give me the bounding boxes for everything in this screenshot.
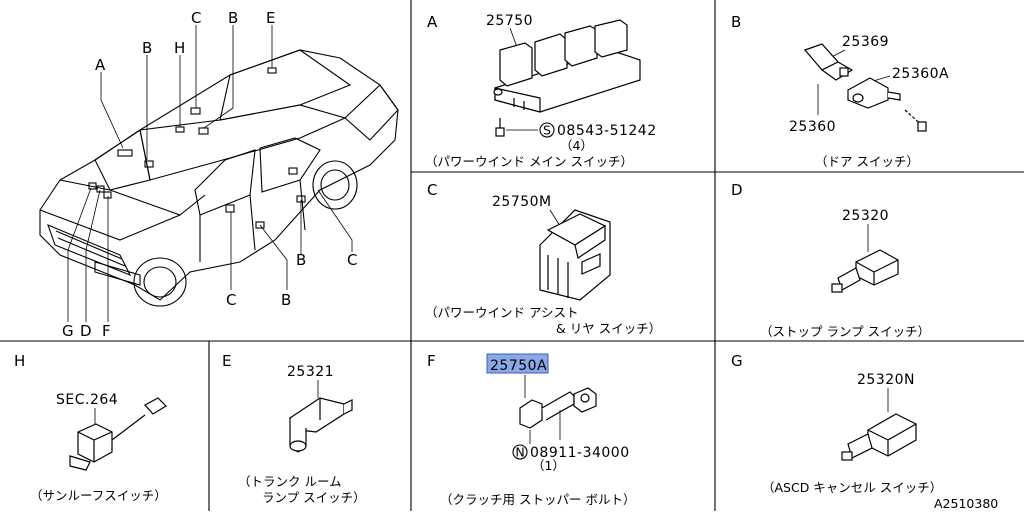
- panel-e-caption-line-1: （トランク ルーム: [238, 474, 342, 489]
- panel-c-caption-line-2: & リヤ スイッチ）: [556, 321, 661, 336]
- screw-drawing: [495, 118, 505, 137]
- stopper-bolt-drawing: [519, 387, 597, 429]
- panel-b-part-1: 25369: [842, 34, 889, 50]
- panel-h-caption: （サンルーフスイッチ）: [30, 488, 167, 503]
- callout-e: E: [266, 9, 275, 27]
- sunroof-switch-drawing: [69, 397, 167, 471]
- panel-f-fastener-number: 08911-34000: [530, 445, 630, 461]
- panel-b-part-2: 25360A: [892, 66, 949, 82]
- callout-h: H: [174, 39, 185, 57]
- stop-lamp-switch-drawing: [831, 249, 899, 293]
- panel-d-letter: D: [731, 181, 743, 199]
- callout-d: D: [80, 322, 92, 340]
- panel-e-caption-line-2: ランプ スイッチ）: [262, 490, 366, 505]
- panel-c: C 25750M （パワーウインド アシスト & リヤ スイッチ）: [425, 181, 661, 336]
- diagram-id: A2510380: [934, 496, 998, 511]
- panel-g-letter: G: [731, 352, 743, 370]
- callout-b-right: B: [296, 251, 306, 269]
- main-switch-drawing: [493, 19, 641, 113]
- overview-panel: A B H C B E G D F C B B C: [39, 9, 399, 340]
- panel-e-letter: E: [222, 352, 231, 370]
- panel-a-fastener-number: 08543-51242: [557, 123, 657, 139]
- panel-g-part-number: 25320N: [857, 372, 915, 388]
- panel-c-caption-line-1: （パワーウインド アシスト: [425, 305, 578, 320]
- panel-b-letter: B: [731, 13, 741, 31]
- panel-d-caption: （ストップ ランプ スイッチ）: [760, 324, 930, 339]
- panel-a-quantity: （4）: [560, 138, 593, 153]
- panel-f-letter: F: [427, 352, 436, 370]
- panel-a-caption: （パワーウインド メイン スイッチ）: [425, 154, 633, 169]
- panel-b-part-3: 25360: [789, 119, 836, 135]
- ascd-cancel-switch-drawing: [841, 413, 917, 461]
- panel-h: H SEC.264 （サンルーフスイッチ）: [14, 352, 167, 503]
- panel-h-letter: H: [14, 352, 25, 370]
- overview-leaders: [67, 25, 353, 322]
- trunk-lamp-switch-drawing: [289, 397, 353, 453]
- panel-a-fastener-symbol: S: [543, 123, 551, 138]
- callout-c-top: C: [191, 9, 201, 27]
- callout-b-lower: B: [281, 291, 291, 309]
- callout-c-lower: C: [226, 291, 236, 309]
- car-drawing: [39, 49, 399, 307]
- panel-e-part-number: 25321: [287, 364, 334, 380]
- panel-g-caption: （ASCD キャンセル スイッチ）: [762, 480, 942, 495]
- callout-b-upper: B: [142, 39, 152, 57]
- panel-f-quantity: （1）: [532, 458, 565, 473]
- panel-h-reference: SEC.264: [56, 392, 118, 408]
- assist-switch-drawing: [539, 209, 611, 301]
- panel-g: G 25320N （ASCD キャンセル スイッチ） A2510380: [731, 352, 998, 511]
- callout-b-top: B: [228, 9, 238, 27]
- part-number-highlight[interactable]: [486, 353, 549, 374]
- panel-e: E 25321 （トランク ルーム ランプ スイッチ）: [222, 352, 366, 505]
- panel-b: B 25369 25360A 25360 （ドア スイッチ）: [731, 13, 949, 169]
- panel-d-part-number: 25320: [842, 208, 889, 224]
- callout-g: G: [62, 322, 74, 340]
- panel-f-fastener-symbol: N: [515, 445, 524, 460]
- panel-c-part-number: 25750M: [492, 194, 552, 210]
- panel-d: D 25320 （ストップ ランプ スイッチ）: [731, 181, 930, 339]
- panel-a: A 25750 S 08543-51242 （4） （パワーウインド メイン ス…: [425, 13, 657, 169]
- callout-c-right: C: [347, 251, 357, 269]
- panel-f-caption: （クラッチ用 ストッパー ボルト）: [440, 492, 635, 507]
- callout-f: F: [102, 322, 111, 340]
- panel-b-caption: （ドア スイッチ）: [815, 154, 919, 169]
- panel-a-part-number: 25750: [486, 13, 533, 29]
- panel-c-letter: C: [427, 181, 437, 199]
- door-switch-drawing: [803, 43, 927, 132]
- callout-a: A: [95, 56, 106, 74]
- panel-f: F 25750A N 08911-34000 （1） （クラッチ用 ストッパー …: [427, 352, 635, 507]
- panel-f-part-number[interactable]: 25750A: [490, 358, 547, 374]
- panel-a-letter: A: [427, 13, 438, 31]
